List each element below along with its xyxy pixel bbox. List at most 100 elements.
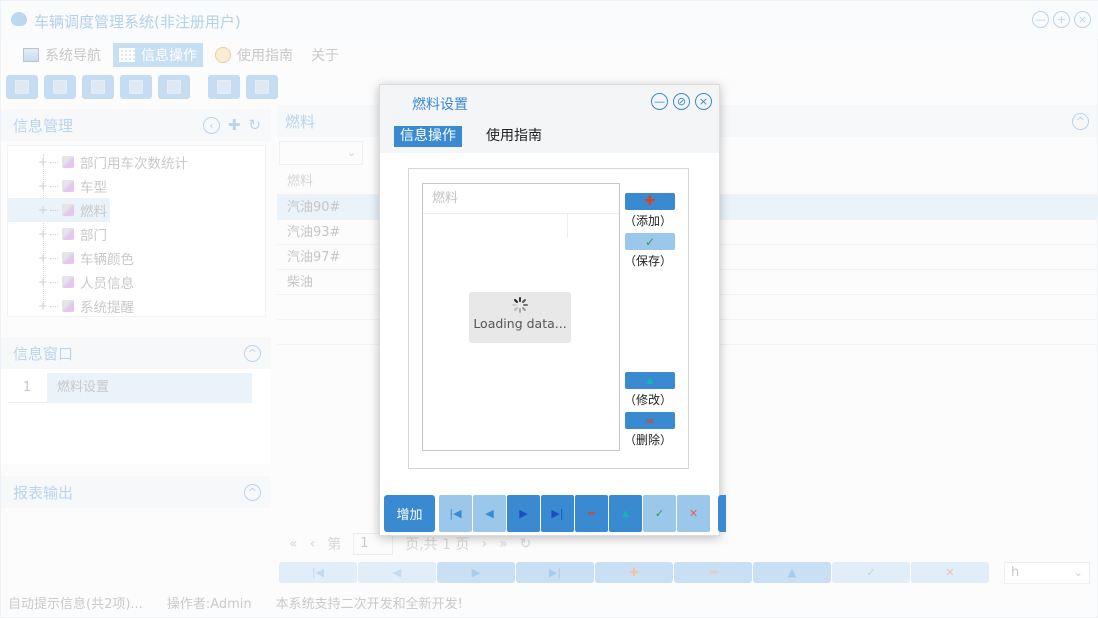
restore-icon[interactable]: ⊘ (673, 93, 690, 110)
menu-user-guide[interactable]: 使用指南 (209, 43, 299, 67)
add-button[interactable]: ✚ (625, 193, 675, 210)
check-icon: ✓ (644, 234, 656, 249)
card-icon (255, 80, 269, 94)
close-icon[interactable]: × (1074, 11, 1091, 28)
next-page-icon[interactable]: › (481, 536, 488, 552)
collapse-up-icon[interactable]: ^ (244, 344, 261, 362)
report-header: 报表输出 ^ (1, 476, 271, 508)
grid-button-bar: |◀ ◀ ▶ ▶| ✚ ═ ▲ ✓ ✕ (279, 562, 989, 583)
delete-button[interactable]: ═ (625, 412, 675, 429)
check-icon: ✓ (654, 507, 665, 520)
prev-button[interactable]: ◀ (473, 495, 506, 532)
refresh-icon[interactable]: ↻ (248, 116, 261, 134)
dialog-footer: 增加 |◀ ◀ ▶ ▶| ═ ▲ ✓ ✕ (384, 495, 726, 532)
tool-icon (62, 300, 74, 312)
last-page-icon[interactable]: » (499, 536, 508, 552)
save-button[interactable]: ✓ (625, 233, 675, 250)
edit-icon: ▲ (622, 508, 629, 519)
menu-bar: 系统导航 信息操作 使用指南 关于 (1, 41, 345, 69)
prev-page-icon[interactable]: ‹ (309, 536, 316, 552)
prev-button[interactable]: ◀ (358, 562, 436, 583)
first-page-icon[interactable]: « (289, 536, 298, 552)
info-tree: +部门用车次数统计 +车型 +燃料 +部门 +车辆颜色 +人员信息 +系统提醒 (7, 145, 266, 317)
tree-item[interactable]: +部门用车次数统计 (38, 155, 188, 172)
maximize-icon[interactable]: + (1053, 11, 1070, 28)
page-input[interactable]: 1 (353, 533, 394, 555)
refresh-icon[interactable]: ↻ (519, 536, 532, 552)
minus-icon: ═ (588, 507, 595, 520)
filter-combo[interactable]: ⌄ (279, 141, 363, 165)
page-size-select[interactable]: h⌄ (1004, 562, 1090, 584)
tree-item[interactable]: +车型 (38, 179, 107, 196)
add-button[interactable]: ✚ (595, 562, 673, 583)
tool-icon (62, 276, 74, 288)
search-icon (15, 80, 29, 94)
app-logo-icon (11, 12, 27, 26)
first-icon: |◀ (449, 507, 462, 520)
tree-item-selected[interactable]: +燃料 (8, 198, 110, 222)
tree-item[interactable]: +车辆颜色 (38, 251, 134, 268)
delete-button[interactable]: ═ (674, 562, 752, 583)
menu-system-nav[interactable]: 系统导航 (17, 43, 107, 67)
save-button[interactable]: ✓ (832, 562, 910, 583)
minimize-icon[interactable]: — (651, 93, 668, 110)
grid-header: 燃料 (423, 184, 619, 214)
close-icon[interactable]: × (695, 93, 712, 110)
dialog-body: 燃料 L (408, 168, 689, 469)
last-button[interactable]: ▶| (541, 495, 574, 532)
list-item[interactable]: 1 燃料设置 (7, 373, 252, 403)
next-button[interactable]: ▶ (437, 562, 515, 583)
export-icon (217, 80, 231, 94)
status-operator: 操作者:Admin (166, 596, 252, 612)
status-hint[interactable]: 自动提示信息(共2项)... (8, 596, 143, 612)
fuel-settings-dialog: 燃料设置 — ⊘ × 信息操作 使用指南 燃料 (379, 84, 726, 536)
tab-user-guide[interactable]: 使用指南 (486, 128, 542, 144)
export-button[interactable] (208, 75, 240, 99)
minus-icon: ═ (646, 413, 654, 428)
first-button[interactable]: |◀ (279, 562, 357, 583)
cancel-icon: ✕ (688, 507, 699, 520)
menu-info-operation[interactable]: 信息操作 (113, 43, 203, 67)
dialog-title: 燃料设置 (412, 97, 468, 113)
menu-about[interactable]: 关于 (311, 48, 339, 64)
window-button[interactable] (158, 75, 190, 99)
cancel-button[interactable]: ✕ (677, 495, 710, 532)
info-manage-header: 信息管理 ‹ ✚ ↻ (1, 109, 271, 141)
minimize-icon[interactable]: — (1032, 11, 1049, 28)
spinner-icon (512, 297, 528, 313)
list-icon (53, 80, 67, 94)
info-window-header: 信息窗口 ^ (1, 337, 271, 369)
save-button[interactable]: ✓ (643, 495, 676, 532)
tab-info-operation[interactable]: 信息操作 (394, 126, 462, 147)
tool-icon (62, 204, 74, 216)
toolbar (6, 75, 284, 99)
user-computer-icon (129, 80, 143, 94)
collapse-left-icon[interactable]: ‹ (202, 116, 220, 134)
tree-item[interactable]: +人员信息 (38, 275, 134, 292)
cancel-button[interactable]: ✕ (911, 562, 989, 583)
document-button[interactable] (82, 75, 114, 99)
increase-button[interactable]: 增加 (384, 495, 435, 532)
next-button[interactable]: ▶ (507, 495, 540, 532)
add-icon[interactable]: ✚ (227, 116, 241, 134)
tree-item[interactable]: +系统提醒 (38, 299, 134, 316)
chevron-down-icon: ⌄ (1073, 566, 1083, 579)
title-bar: 车辆调度管理系统(非注册用户) — + × (1, 1, 1098, 39)
tree-item[interactable]: +部门 (38, 227, 107, 244)
last-button[interactable]: ▶| (516, 562, 594, 583)
search-button[interactable] (6, 75, 38, 99)
edit-button[interactable]: ▲ (625, 372, 675, 389)
plus-icon: ✚ (644, 194, 656, 209)
status-bar: 自动提示信息(共2项)... 操作者:Admin 本系统支持二次开发和全新开发! (1, 591, 1098, 613)
edit-button[interactable]: ▲ (609, 495, 642, 532)
card-button[interactable] (246, 75, 278, 99)
first-button[interactable]: |◀ (439, 495, 472, 532)
dialog-header: 燃料设置 — ⊘ × 信息操作 使用指南 (380, 85, 719, 153)
delete-button[interactable]: ═ (575, 495, 608, 532)
collapse-up-icon[interactable]: ^ (244, 483, 261, 501)
list-button[interactable] (44, 75, 76, 99)
collapse-up-icon[interactable]: ^ (1072, 112, 1089, 130)
more-button[interactable] (718, 495, 726, 532)
edit-button[interactable]: ▲ (753, 562, 831, 583)
user-computer-button[interactable] (120, 75, 152, 99)
